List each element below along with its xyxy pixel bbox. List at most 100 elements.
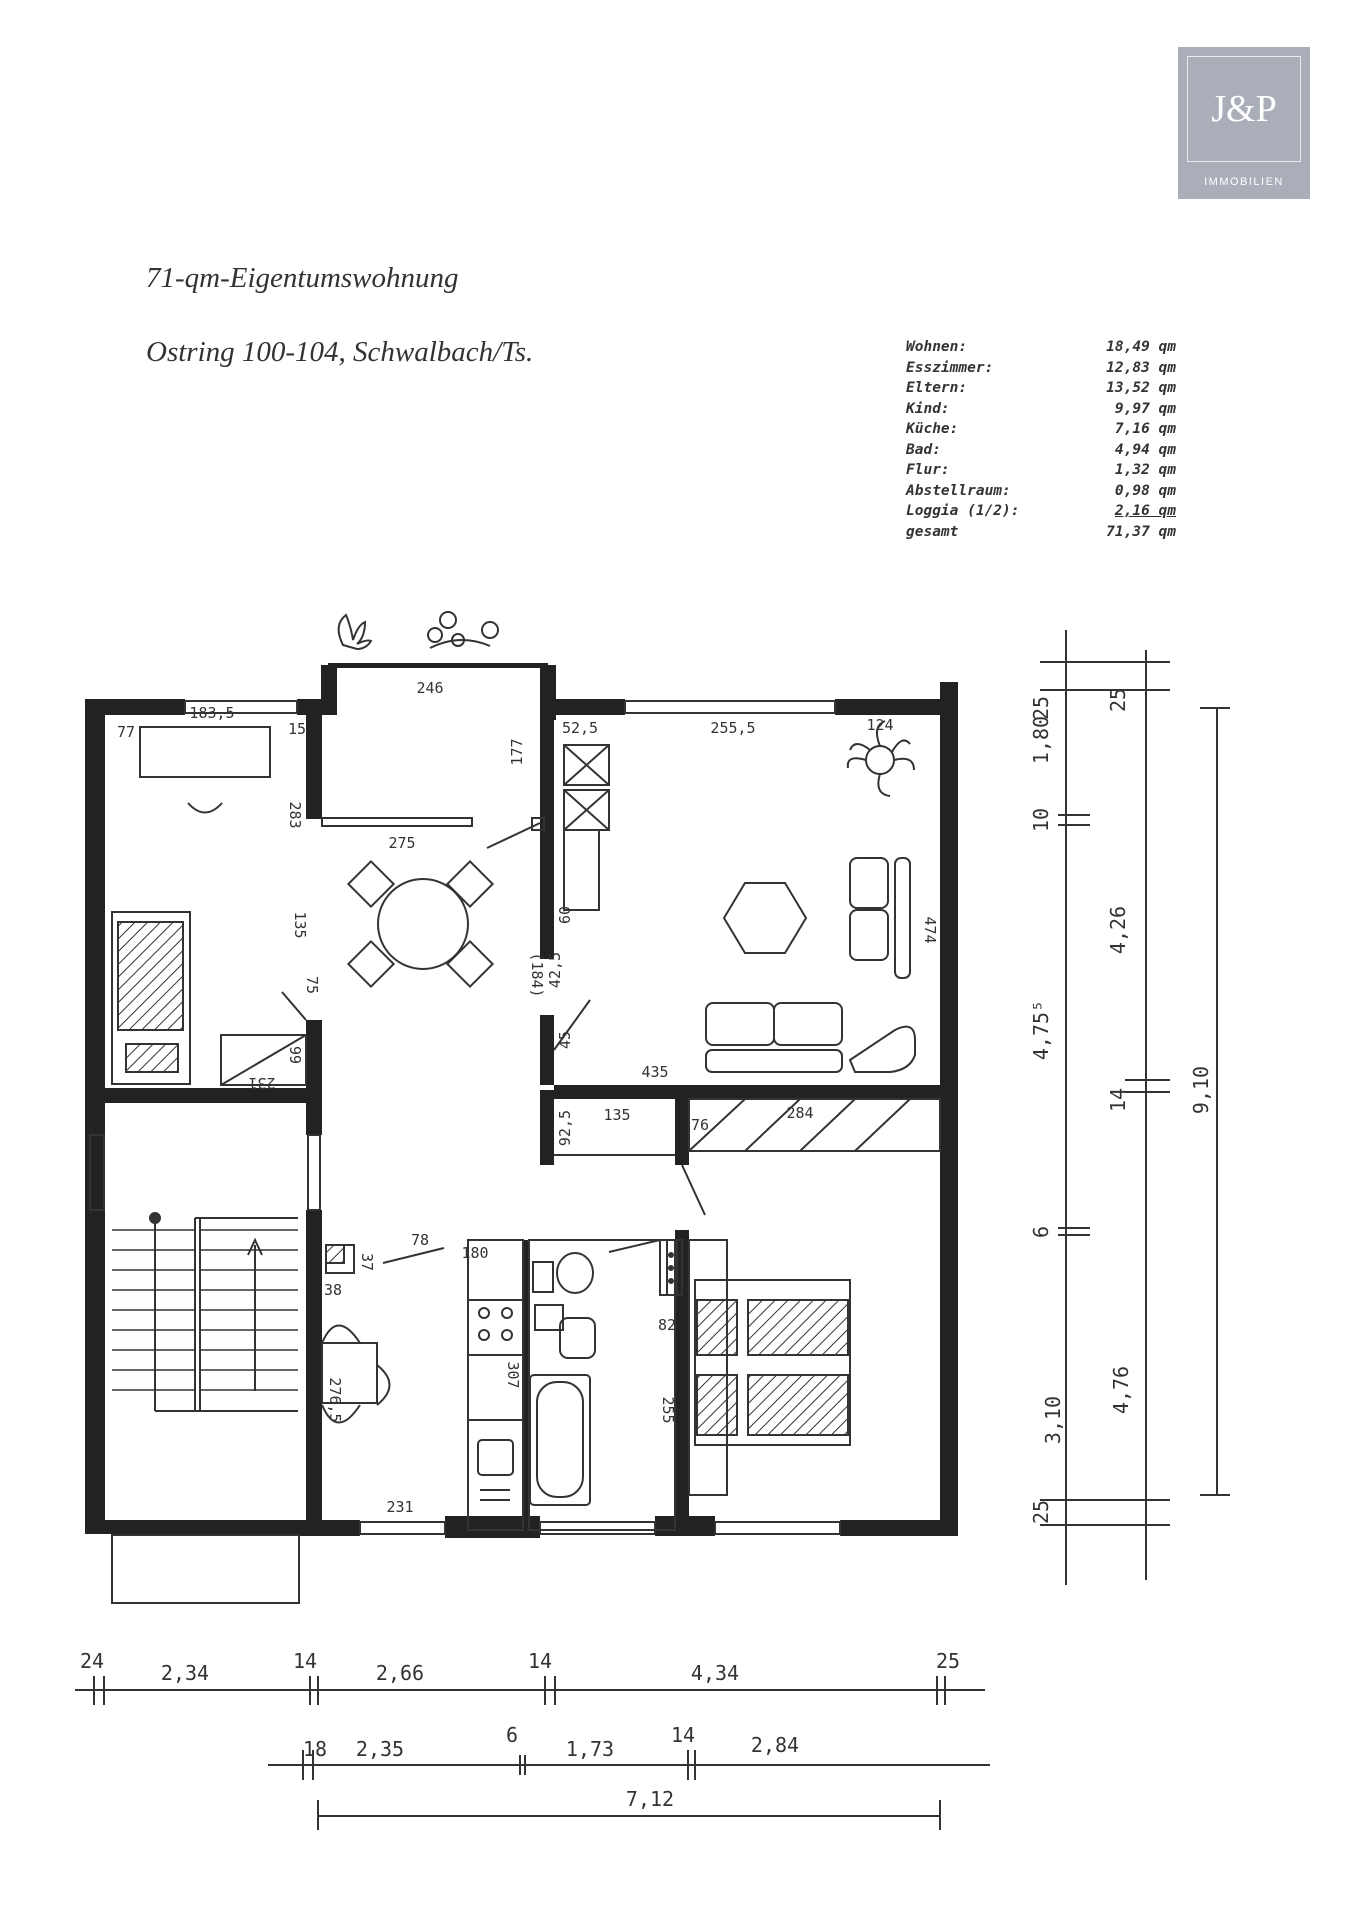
stairwell — [111, 1212, 300, 1604]
room-dimension-label: 37 — [358, 1253, 376, 1271]
room-dimension-label: 124 — [866, 716, 893, 734]
loggia — [337, 611, 499, 651]
right-outer-dimension: 4,75⁵ — [1029, 1000, 1053, 1060]
area-row: Loggia (1/2): 2,16 qm — [906, 501, 1176, 522]
room-dimension-label: 75 — [303, 976, 321, 994]
stair-steps — [112, 1229, 298, 1391]
bottom-dimension-lines — [75, 1676, 990, 1830]
kind-furniture — [111, 726, 307, 1086]
area-row: Küche: 7,16 qm — [906, 419, 1176, 440]
area-total-row: gesamt 71,37 qm — [906, 522, 1176, 543]
logo-subtitle: IMMOBILIEN — [1204, 176, 1284, 188]
room-dimension-label: 78 — [411, 1231, 429, 1249]
area-label: Esszimmer: — [906, 359, 994, 376]
area-value: 18,49 qm — [1106, 339, 1176, 355]
area-table: Wohnen: 18,49 qm Esszimmer: 12,83 qm Elter… — [906, 337, 1176, 542]
area-label: Wohnen: — [906, 339, 968, 355]
room-dimension-label: 275 — [388, 834, 415, 852]
kueche-furniture — [321, 1239, 524, 1531]
room-dimension-label: 231 — [386, 1498, 413, 1516]
right-inner-dimension: 14 — [1106, 1088, 1130, 1112]
area-total-label: gesamt — [906, 523, 959, 540]
room-dimension-label: 76 — [691, 1116, 709, 1134]
area-value: 9,97 qm — [1114, 400, 1176, 417]
room-dimension-label: 255,5 — [710, 719, 755, 737]
area-value: 12,83 qm — [1106, 359, 1176, 376]
bad-furniture — [528, 1239, 683, 1531]
bottom-dimension: 4,34 — [691, 1661, 739, 1685]
room-dimension-label: 284 — [786, 1104, 813, 1122]
area-row: Wohnen: 18,49 qm — [906, 337, 1176, 358]
area-label: Loggia (1/2): — [906, 503, 1020, 519]
room-dimension-label: 474 — [921, 916, 939, 943]
room-dimension-label: 135 — [291, 911, 309, 938]
right-outer-dimension: 25 — [1029, 1500, 1053, 1524]
jp-logo: J&P IMMOBILIEN — [1178, 47, 1310, 199]
room-dimension-label: 283 — [286, 801, 304, 828]
room-dimension-label: 177 — [508, 738, 526, 765]
walls — [85, 663, 958, 1538]
room-dimension-label: 307 — [504, 1361, 522, 1388]
windows — [89, 700, 841, 1535]
room-dimension-label: 42,5 — [546, 952, 564, 988]
area-label: Küche: — [906, 421, 959, 437]
area-value: 7,16 qm — [1114, 421, 1176, 437]
bottom-dimension: 2,66 — [376, 1661, 424, 1685]
room-dimension-label: 15 — [288, 720, 306, 738]
right-outer-dimension: 25 — [1029, 696, 1053, 720]
room-dimension-label: 276,5 — [326, 1377, 344, 1422]
logo-mark: J&P — [1211, 88, 1277, 130]
bottom-dimension: 2,34 — [161, 1661, 209, 1685]
room-dimension-label: 231 — [248, 1074, 275, 1092]
right-total-dimension: 9,10 — [1189, 1066, 1213, 1114]
room-dimension-label: 82 — [658, 1316, 676, 1334]
area-value: 0,98 qm — [1114, 482, 1176, 499]
right-outer-dimension: 10 — [1029, 808, 1053, 832]
listing-title: 71-qm-Eigentumswohnung — [146, 262, 459, 294]
area-label: Eltern: — [906, 380, 968, 396]
area-label: Flur: — [906, 462, 950, 478]
right-outer-dimension: 6 — [1029, 1226, 1053, 1238]
area-total-value: 71,37 qm — [1106, 523, 1176, 540]
bottom-dimension: 14 — [528, 1649, 552, 1673]
right-inner-dimension: 25 — [1106, 688, 1130, 712]
ess-furniture — [321, 817, 545, 989]
room-dimension-label: (184) — [528, 952, 546, 997]
area-row: Esszimmer: 12,83 qm — [906, 358, 1176, 379]
room-dimension-label: 246 — [416, 679, 443, 697]
area-label: Abstellraum: — [906, 482, 1011, 499]
right-outer-dimension: 1,80 — [1029, 716, 1053, 764]
bottom-total-dimension: 7,12 — [626, 1787, 674, 1811]
area-label: Kind: — [906, 400, 950, 417]
room-dimension-label: 38 — [324, 1281, 342, 1299]
room-dimension-label: 92,5 — [556, 1110, 574, 1146]
area-row: Kind: 9,97 qm — [906, 399, 1176, 420]
room-dimension-label: 99 — [286, 1046, 304, 1064]
area-value: 13,52 qm — [1106, 380, 1176, 396]
room-dimension-label: 255 — [659, 1396, 677, 1423]
bottom-dimension: 1,73 — [566, 1737, 614, 1761]
area-value: 1,32 qm — [1114, 462, 1176, 478]
eltern-bed — [666, 1239, 851, 1496]
right-dimension-lines — [1040, 630, 1230, 1585]
right-inner-dimension: 4,76 — [1109, 1366, 1133, 1414]
bottom-dimension: 24 — [80, 1649, 104, 1673]
abstell-closet — [554, 1098, 941, 1216]
area-label: Bad: — [906, 441, 941, 458]
bottom-dimension: 2,35 — [356, 1737, 404, 1761]
logo-frame — [1187, 56, 1301, 162]
bottom-dimension: 14 — [671, 1723, 695, 1747]
area-row: Flur: 1,32 qm — [906, 460, 1176, 481]
area-row: Bad:4,94 qm — [906, 440, 1176, 461]
area-row: Eltern: 13,52 qm — [906, 378, 1176, 399]
room-dimension-label: 77 — [117, 723, 135, 741]
right-inner-dimension: 4,26 — [1106, 906, 1130, 954]
bottom-dimension: 18 — [303, 1737, 327, 1761]
area-value: 2,16 qm — [1114, 503, 1176, 519]
bottom-dimension: 6 — [506, 1723, 518, 1747]
area-row: Abstellraum: 0,98 qm — [906, 481, 1176, 502]
bottom-dimension: 2,84 — [751, 1733, 799, 1757]
